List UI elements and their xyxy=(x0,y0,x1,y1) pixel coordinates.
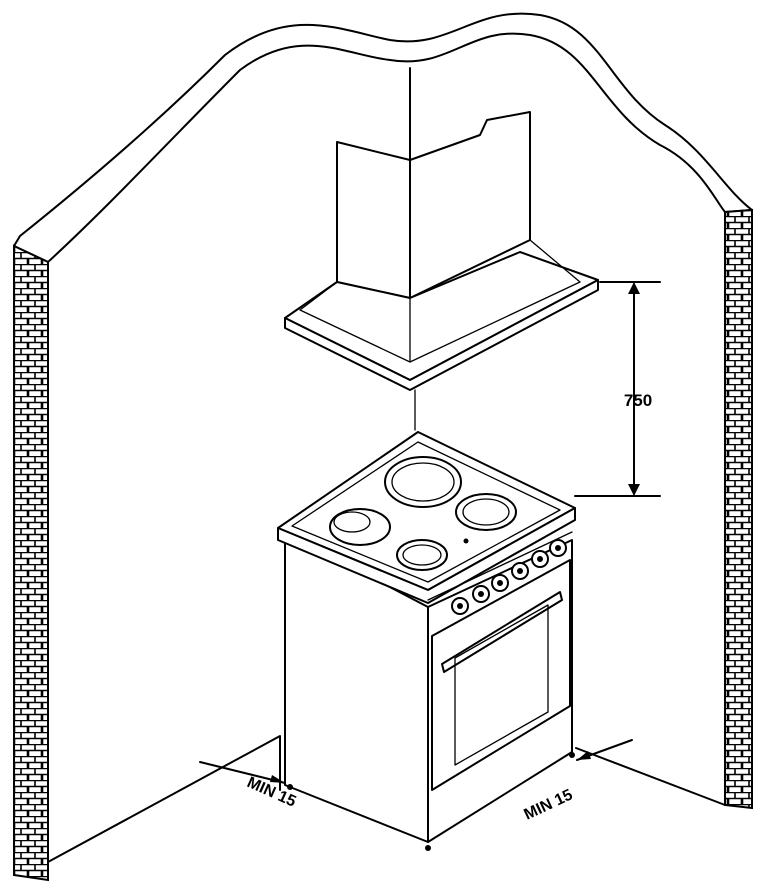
right-clearance-label: MIN 15 xyxy=(522,786,576,823)
hob-indicator-light xyxy=(463,538,469,544)
cooker xyxy=(277,431,576,851)
cooker-hood xyxy=(284,67,599,391)
left-brick-wall-section xyxy=(13,244,49,882)
height-dimension: 750 xyxy=(574,281,661,497)
oven-door xyxy=(431,559,571,791)
right-brick-wall-section xyxy=(724,208,753,810)
control-knobs xyxy=(451,539,567,615)
hob-burner-rear-left xyxy=(384,456,462,508)
hob-burner-front-left xyxy=(329,508,391,546)
left-clearance-dimension: MIN 15 xyxy=(199,761,298,811)
hob-burner-rear-right xyxy=(455,493,517,531)
hood-height-label: 750 xyxy=(624,391,652,410)
hob-burner-front-right xyxy=(396,539,448,571)
